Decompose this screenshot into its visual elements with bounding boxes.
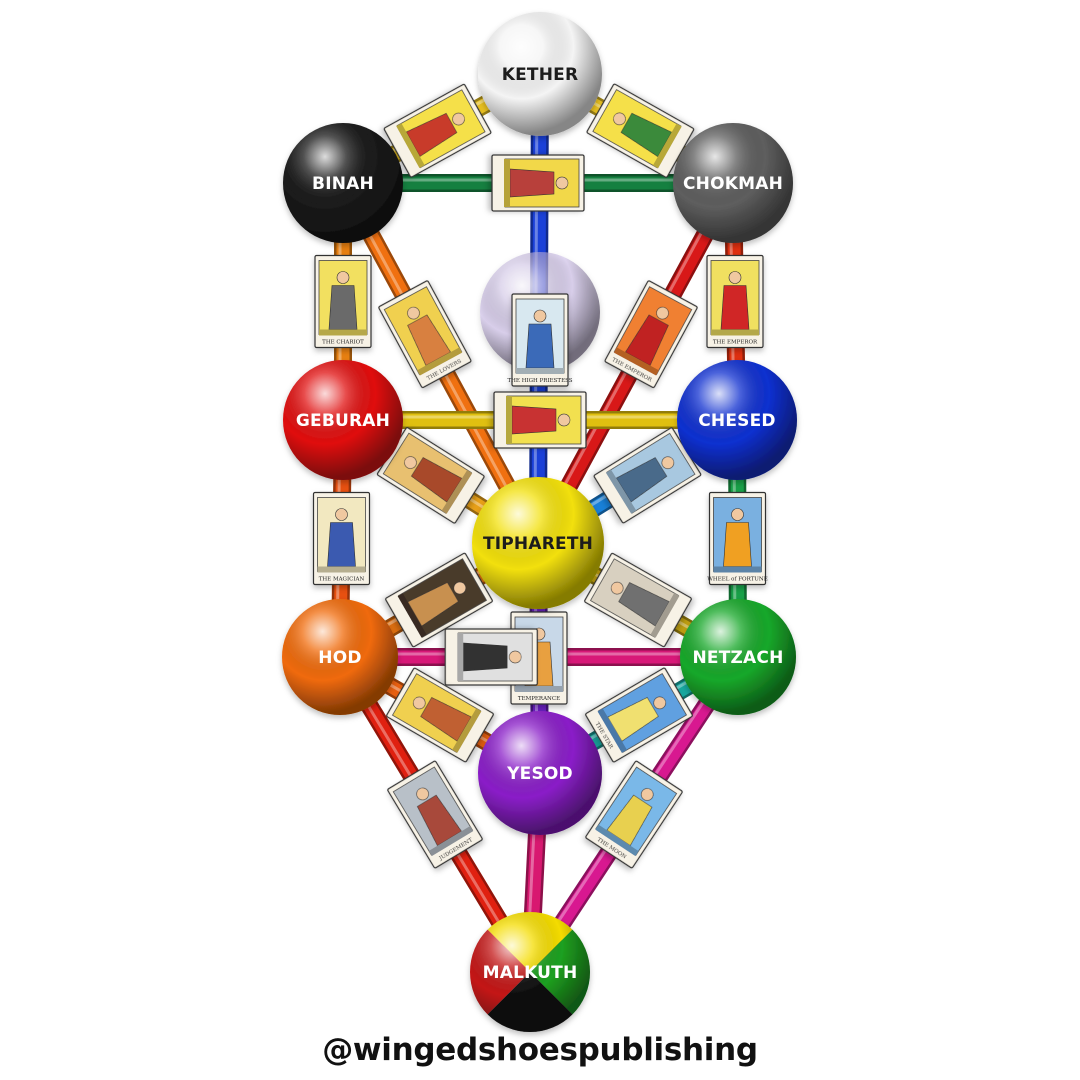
sphere-label-netzach: NETZACH	[692, 648, 783, 668]
card-binah-tiphareth: THE LOVERS	[378, 280, 472, 389]
card-kether-chokmah	[586, 83, 695, 178]
card-geburah-chesed	[493, 391, 587, 449]
sphere-label-kether: KETHER	[502, 65, 579, 85]
card-chesed-tiphareth	[593, 427, 702, 524]
sphere-binah: BINAH	[283, 123, 403, 243]
card-hod-yesod	[386, 667, 494, 763]
sphere-label-tiphareth: TIPHARETH	[483, 534, 593, 554]
sphere-chokmah: CHOKMAH	[673, 123, 793, 243]
sphere-hod: HOD	[282, 599, 398, 715]
card-tiphareth-hod	[385, 552, 493, 648]
card-kether-binah	[383, 83, 492, 178]
sphere-geburah: GEBURAH	[283, 360, 403, 480]
sphere-label-yesod: YESOD	[506, 764, 573, 784]
card-binah-chokmah	[491, 154, 585, 212]
card-geburah-hod: THE MAGICIAN	[312, 491, 371, 586]
card-netzach-malkuth: THE MOON	[585, 760, 683, 869]
card-tiphareth-netzach	[584, 552, 692, 648]
card-netzach-yesod: THE STAR	[585, 667, 693, 763]
card-chokmah-tiphareth: THE EMPEROR	[604, 280, 698, 389]
sphere-yesod: YESOD	[478, 711, 602, 835]
sphere-label-chesed: CHESED	[698, 411, 775, 431]
card-binah-geburah-caption: THE CHARIOT	[322, 340, 364, 346]
card-tiphareth-yesod-caption: TEMPERANCE	[518, 696, 560, 702]
card-binah-geburah: THE CHARIOT	[314, 254, 372, 349]
card-chokmah-chesed-caption: THE EMPEROR	[713, 340, 758, 346]
sphere-netzach: NETZACH	[680, 599, 796, 715]
sphere-tiphareth: TIPHARETH	[472, 477, 604, 609]
spheres-layer: KETHER BINAH CHOKMAH GEBURAH CHESED TIPHARETH…	[282, 12, 797, 1032]
credit-handle: @wingedshoespublishing	[322, 1032, 758, 1068]
card-chokmah-chesed: THE EMPEROR	[706, 254, 764, 349]
sphere-chesed: CHESED	[677, 360, 797, 480]
card-chesed-netzach: WHEEL of FORTUNE	[707, 491, 768, 586]
card-hod-malkuth: JUDGEMENT	[387, 760, 483, 869]
sphere-kether: KETHER	[478, 12, 602, 136]
card-daath: THE HIGH PRIESTESS	[507, 293, 573, 387]
sphere-label-malkuth: MALKUTH	[483, 963, 578, 983]
sphere-label-binah: BINAH	[312, 174, 374, 194]
card-geburah-hod-caption: THE MAGICIAN	[319, 577, 365, 583]
card-geburah-tiphareth	[376, 427, 485, 524]
sphere-label-geburah: GEBURAH	[296, 411, 390, 431]
card-chesed-netzach-caption: WHEEL of FORTUNE	[707, 577, 767, 583]
sphere-malkuth: MALKUTH	[470, 912, 590, 1032]
sphere-label-chokmah: CHOKMAH	[683, 174, 783, 194]
card-hod-netzach	[444, 628, 538, 686]
sphere-label-hod: HOD	[318, 648, 361, 668]
card-daath-caption: THE HIGH PRIESTESS	[507, 378, 572, 384]
